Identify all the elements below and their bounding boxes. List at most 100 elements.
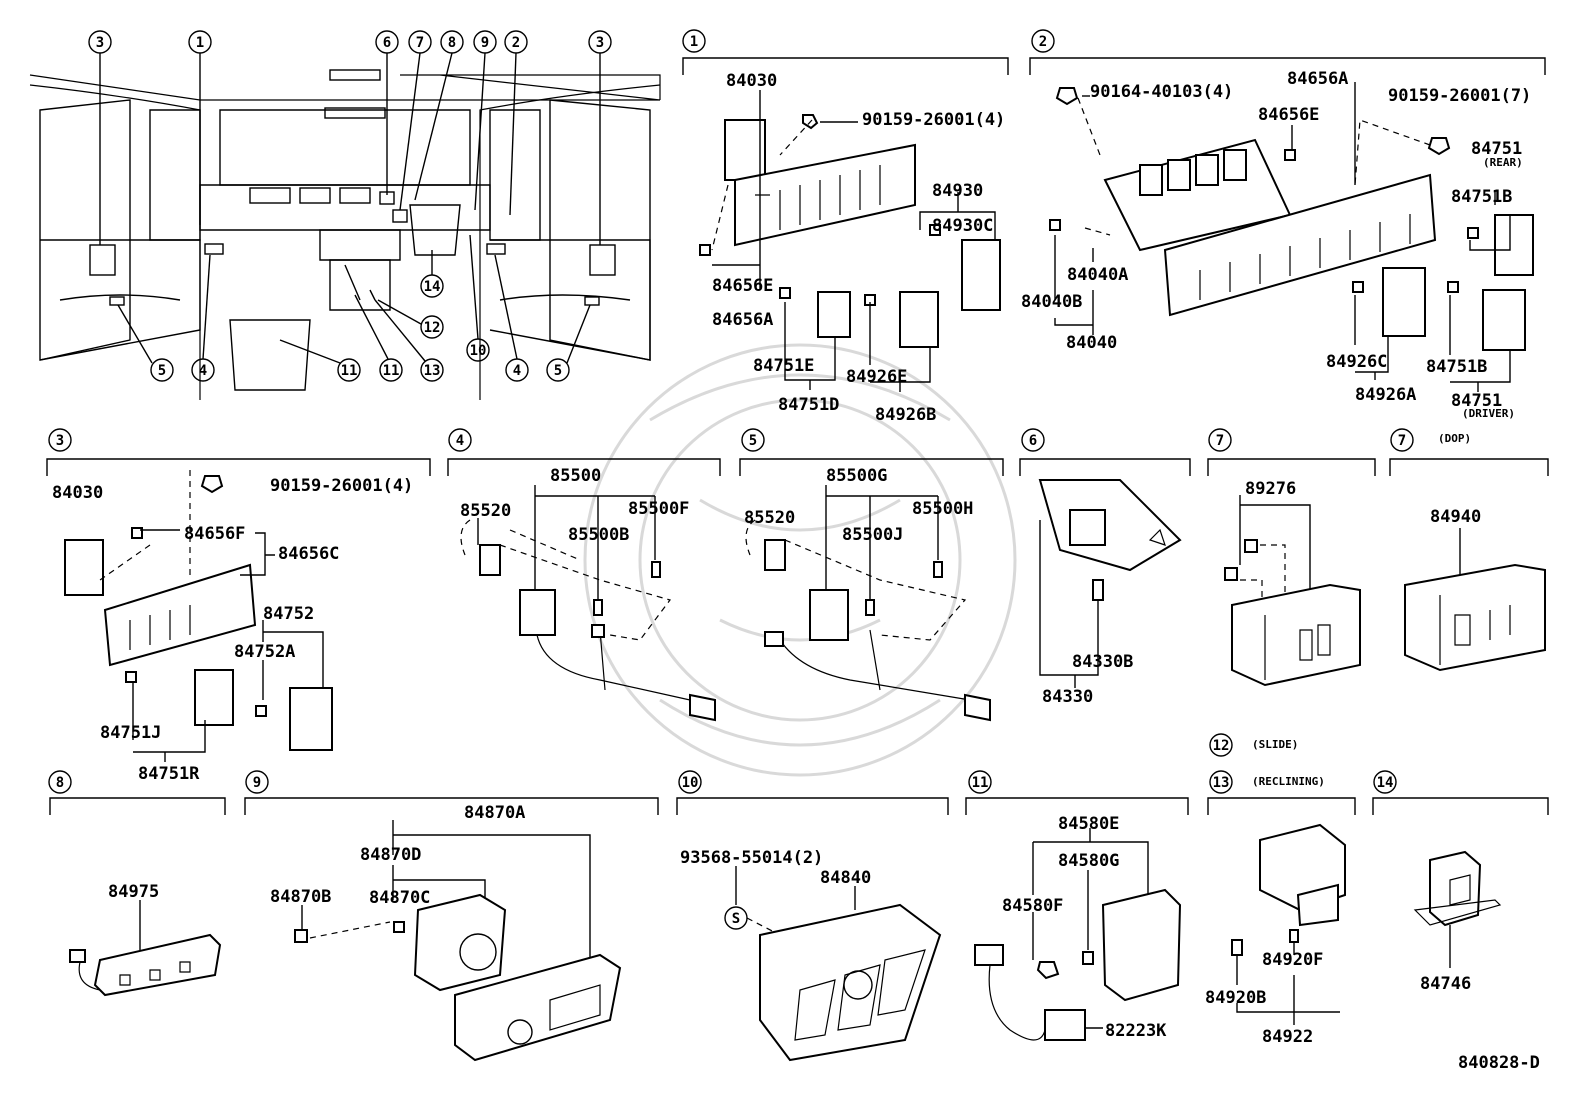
part-number-label: 84580G	[1058, 851, 1119, 871]
callout-circle[interactable]: 3	[588, 30, 612, 54]
callout-circle[interactable]: 8	[440, 30, 464, 54]
part-number-label: 84751J	[100, 723, 161, 743]
part-number-label: 84656F	[184, 524, 245, 544]
section-number[interactable]: 14	[1377, 775, 1394, 791]
part-number-label: 90159-26001(7)	[1388, 86, 1531, 106]
part-number-label: 84751B	[1451, 187, 1512, 207]
section-number[interactable]: 13	[1213, 775, 1230, 791]
part-number-label: 84920F	[1262, 950, 1323, 970]
part-number-label: 85500H	[912, 499, 973, 519]
section-number[interactable]: 10	[682, 775, 699, 791]
part-number-label: 82223K	[1105, 1021, 1167, 1041]
section-6: 6 84330B 84330	[1019, 428, 1191, 707]
part-number-label: 12	[424, 320, 441, 336]
part-number-label: 84656A	[712, 310, 773, 330]
part-number-label: 84030	[726, 71, 777, 91]
part-number-label: 84840	[820, 868, 871, 888]
part-number-label: 84870C	[369, 888, 430, 908]
callout-circle[interactable]: 11	[379, 358, 403, 382]
part-number-label: 2	[512, 35, 520, 51]
callout-circle[interactable]: 6	[375, 30, 399, 54]
part-number-label: 84330	[1042, 687, 1093, 707]
part-number-label: 84030	[52, 483, 103, 503]
part-number-label: 90159-26001(4)	[270, 476, 413, 496]
part-number-label: 84870A	[464, 803, 525, 823]
part-number-label: 11	[341, 363, 358, 379]
section-number[interactable]: 5	[749, 433, 757, 449]
part-number-label: 84580F	[1002, 896, 1063, 916]
section-number[interactable]: 11	[972, 775, 989, 791]
part-number-label: 11	[383, 363, 400, 379]
callout-circle[interactable]: 11	[337, 358, 361, 382]
section-number[interactable]: 8	[56, 775, 64, 791]
callout-circle[interactable]: 12	[420, 315, 444, 339]
part-number-label: 84751D	[778, 395, 839, 415]
part-number-label: 84040A	[1067, 265, 1128, 285]
section-number[interactable]: 1	[690, 34, 698, 50]
part-number-label: 85500	[550, 466, 601, 486]
callout-circle[interactable]: 4	[505, 358, 529, 382]
part-number-label: 3	[596, 35, 604, 51]
part-number-label: (SLIDE)	[1252, 738, 1298, 751]
section-14: 14 84746	[1372, 770, 1549, 994]
part-number-label: 84656E	[712, 276, 773, 296]
part-number-label: 3	[96, 35, 104, 51]
callout-circle[interactable]: 4	[191, 358, 215, 382]
part-number-label: 84751	[1451, 391, 1502, 411]
section-number[interactable]: 7	[1216, 433, 1224, 449]
part-number-label: 84926B	[875, 405, 936, 425]
diagram-code: 840828-D	[1458, 1053, 1540, 1073]
callout-circle[interactable]: 9	[473, 30, 497, 54]
part-number-label: 6	[383, 35, 391, 51]
section-5: 5 85500G 85520 85500H 85500J	[739, 428, 1004, 722]
part-number-label: 84330B	[1072, 652, 1133, 672]
part-number-label: 7	[416, 35, 424, 51]
part-number-label: 85500F	[628, 499, 689, 519]
section-7: 7 89276	[1207, 428, 1376, 687]
section-number[interactable]: 7	[1398, 433, 1406, 449]
part-number-label: 84752A	[234, 642, 295, 662]
section-number[interactable]: 3	[56, 433, 64, 449]
part-number-label: 84926E	[846, 367, 907, 387]
section-number[interactable]: 4	[456, 433, 464, 449]
part-number-label: 90164-40103(4)	[1090, 82, 1233, 102]
callout-circle[interactable]: 13	[420, 358, 444, 382]
section-4: 4 85500 85520 85500F 85500B	[447, 428, 721, 722]
section-7-dop: 7 (DOP) 84940	[1389, 428, 1549, 672]
part-number-label: 84922	[1262, 1027, 1313, 1047]
section-number[interactable]: 2	[1039, 34, 1047, 50]
part-number-label: 84656A	[1287, 69, 1348, 89]
section-9: 9 84870A 84870D 84870B 84870C	[244, 770, 659, 1062]
callout-circle[interactable]: 3	[88, 30, 112, 54]
part-number-label: (REAR)	[1483, 156, 1523, 169]
part-number-label: 84926A	[1355, 385, 1416, 405]
section-number[interactable]: 9	[253, 775, 261, 791]
part-number-label: 84040B	[1021, 292, 1082, 312]
section-number[interactable]: 12	[1213, 738, 1230, 754]
part-number-label: 90159-26001(4)	[862, 110, 1005, 130]
section-2: 2 90164-40103(4) 84656A 84656E 90159-260…	[1021, 29, 1546, 420]
part-number-label: 84656C	[278, 544, 339, 564]
callout-circle[interactable]: 1	[188, 30, 212, 54]
part-number-label: 5	[158, 363, 166, 379]
callout-circle[interactable]: 5	[150, 358, 174, 382]
callout-circle[interactable]: 2	[504, 30, 528, 54]
callout-circle[interactable]: 10	[466, 338, 490, 362]
part-number-label: 85500G	[826, 466, 887, 486]
part-number-label: 89276	[1245, 479, 1296, 499]
part-number-label: 84870D	[360, 845, 421, 865]
part-number-label: 84870B	[270, 887, 331, 907]
callout-circle[interactable]: 7	[408, 30, 432, 54]
part-number-label: 85520	[460, 501, 511, 521]
section-number[interactable]: 6	[1029, 433, 1037, 449]
screw-symbol: S	[732, 911, 740, 927]
callout-circle[interactable]: 5	[546, 358, 570, 382]
part-number-label: (RECLINING)	[1252, 775, 1325, 788]
part-number-label: 85500B	[568, 525, 629, 545]
callout-circle[interactable]: 14	[420, 274, 444, 298]
part-number-label: 84040	[1066, 333, 1117, 353]
section-3: 3 90159-26001(4) 84030 84656F 84656C 847…	[46, 428, 431, 784]
part-number-label: 4	[513, 363, 521, 379]
part-number-label: 13	[424, 363, 441, 379]
